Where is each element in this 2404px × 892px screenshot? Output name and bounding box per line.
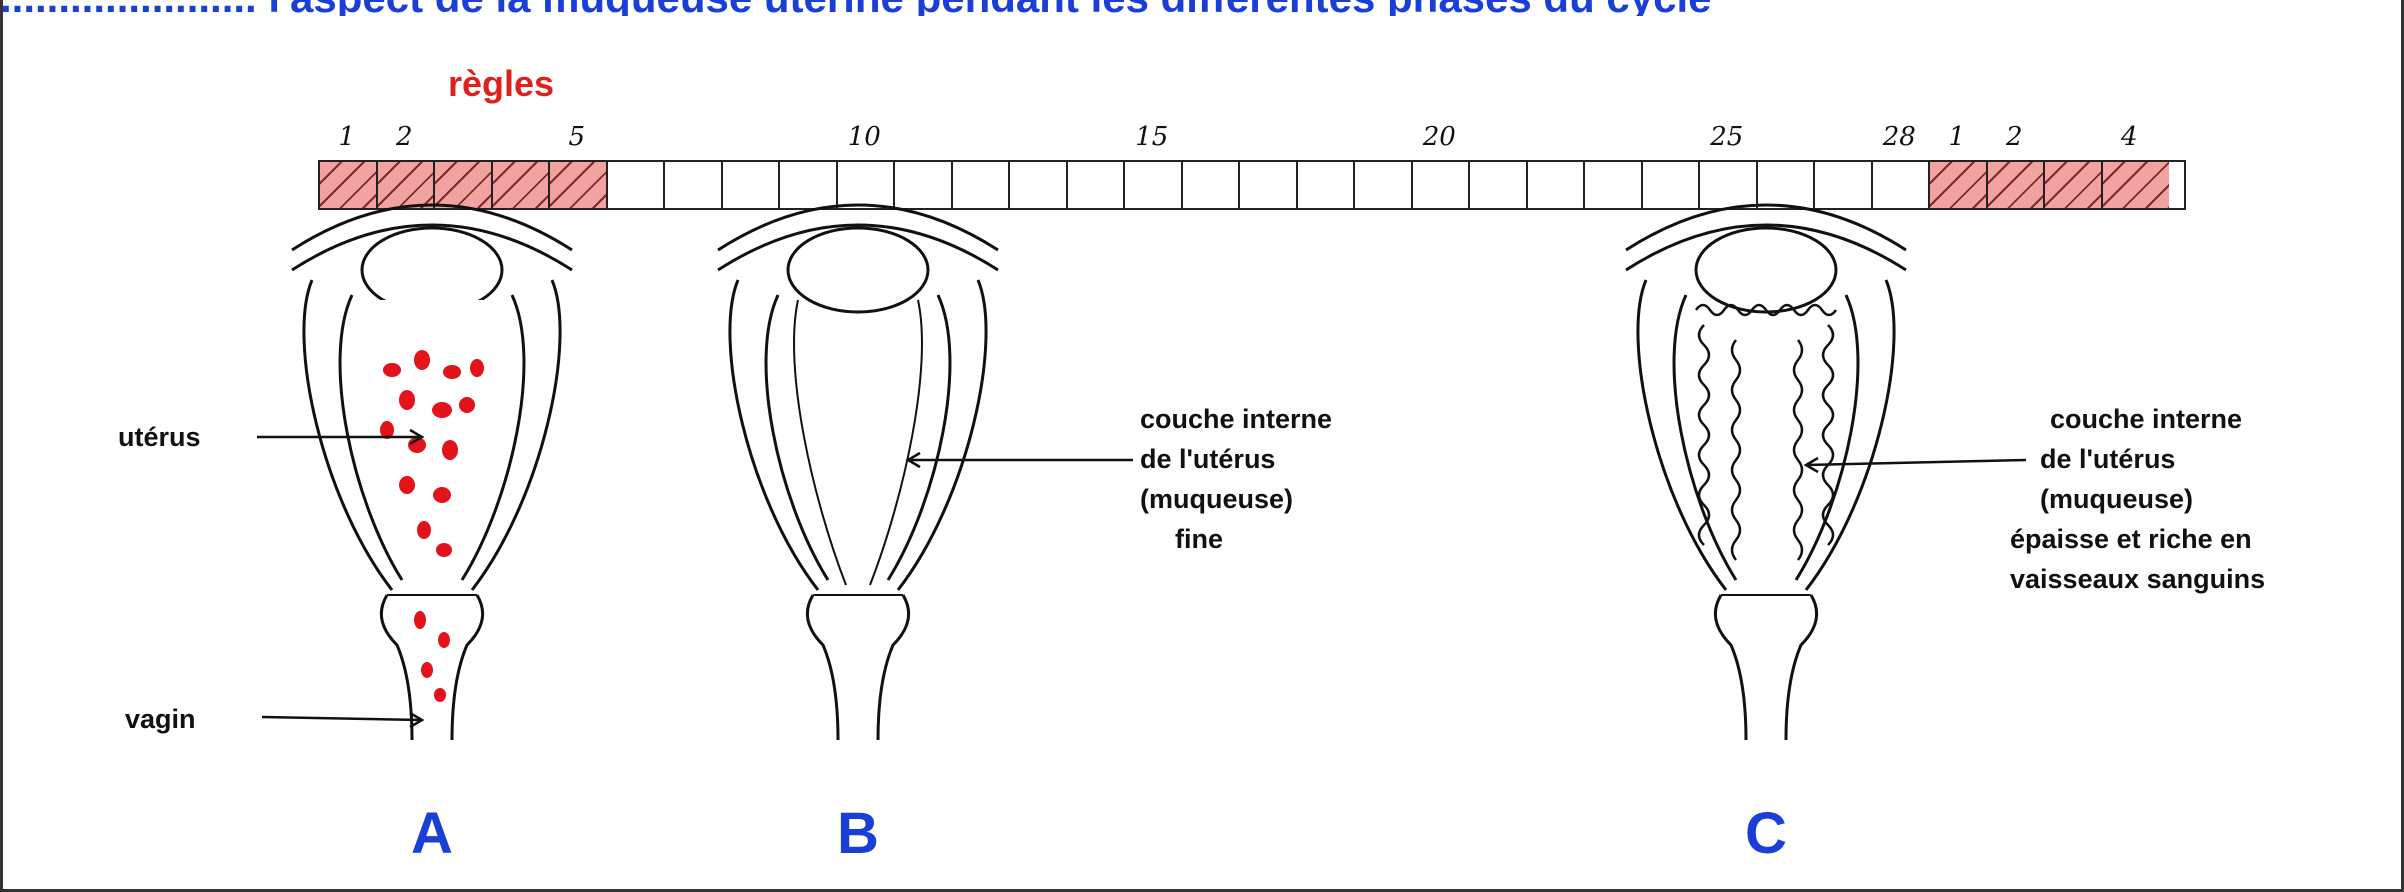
diagram-c (1626, 205, 2026, 740)
label-c-line3: (muqueuse) (2040, 480, 2193, 518)
label-uterus: utérus (118, 418, 201, 456)
label-c-line5: vaisseaux sanguins (2010, 560, 2265, 598)
mucosa-arrow-c (1806, 460, 2026, 465)
label-c-line1: couche interne (2050, 400, 2242, 438)
label-c-line2: de l'utérus (2040, 440, 2175, 478)
label-c-line4: épaisse et riche en (2010, 520, 2252, 558)
label-b-line4: fine (1175, 520, 1223, 558)
label-vagina: vagin (125, 700, 196, 738)
diagram-letter-a: A (411, 800, 453, 867)
label-b-line2: de l'utérus (1140, 440, 1275, 478)
vagina-arrow (262, 717, 422, 720)
diagram-a (257, 205, 572, 740)
label-b-line3: (muqueuse) (1140, 480, 1293, 518)
diagram-b (718, 205, 1133, 740)
diagram-letter-c: C (1745, 800, 1787, 867)
diagram-letter-b: B (837, 800, 879, 867)
label-b-line1: couche interne (1140, 400, 1332, 438)
